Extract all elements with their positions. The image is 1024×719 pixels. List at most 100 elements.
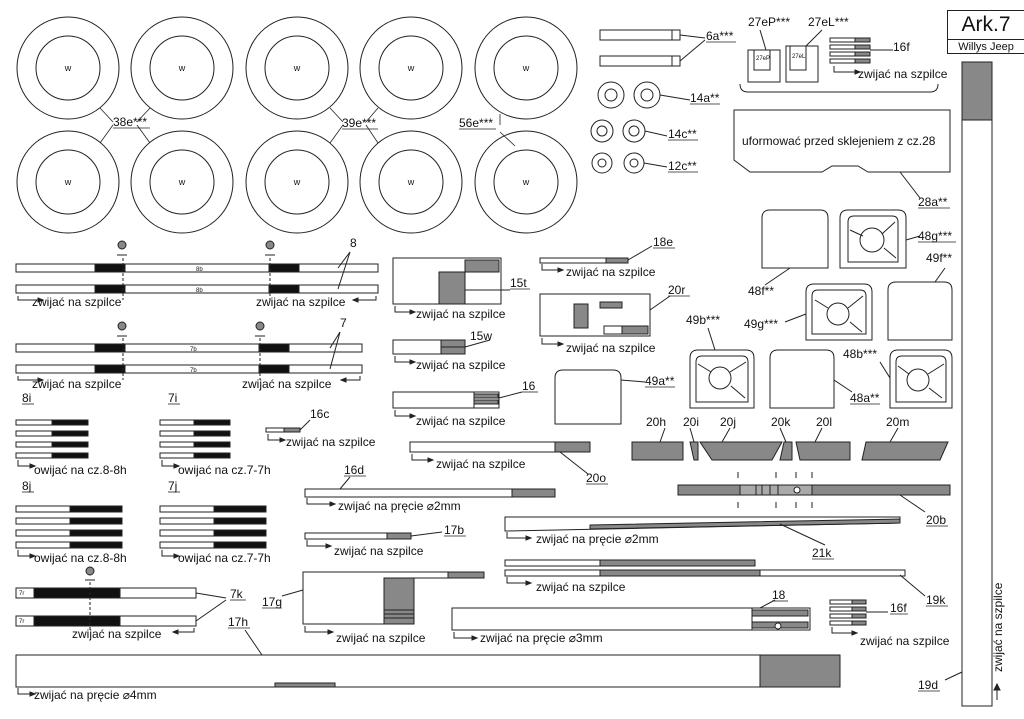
part-label-48g: 48g*** [918, 229, 952, 243]
note-pin-17g: zwijać na szpilce [336, 631, 426, 645]
note-pin-16f-bottom: zwijać na szpilce [860, 634, 950, 648]
note-wrap-7j: owijać na cz.7-7h [178, 551, 271, 565]
part-label-16d: 16d [344, 463, 364, 477]
part-label-49g: 49g*** [744, 317, 778, 331]
note-rod4-17h: zwijać na pręcie ⌀4mm [34, 688, 157, 702]
part-label-20r: 20r [668, 283, 685, 297]
part-6a [599, 29, 706, 67]
note-wrap-7i: owijać na cz.7-7h [178, 463, 271, 477]
note-pin-8-left: zwijać na szpilce [32, 295, 122, 309]
wheel-letter: w [178, 177, 186, 187]
part-16 [392, 391, 523, 419]
part-48a [769, 349, 853, 409]
wheel-letter: w [293, 63, 301, 73]
part-label-27eL: 27eL*** [808, 15, 849, 29]
inner-label-8b: 8b [196, 267, 203, 273]
inner-label-7r: 7r [19, 591, 24, 597]
part-14c [590, 119, 668, 143]
part-49f [887, 267, 953, 341]
wheel-letters: w w w w w w w w w w [64, 63, 530, 187]
inner-label-7b: 7b [190, 347, 197, 353]
part-8j [15, 505, 123, 559]
part-label-16f-top: 16f [893, 40, 910, 54]
part-7k [15, 566, 227, 635]
part-label-20i: 20i [683, 415, 699, 429]
part-20o [409, 441, 591, 475]
part-label-27eP: 27eP*** [748, 15, 790, 29]
wheel-38e-4 [130, 130, 234, 234]
wheel-56e-1 [474, 16, 578, 120]
part-28a [733, 109, 951, 199]
note-pin-19k: zwijać na szpilce [536, 580, 626, 594]
part-label-20b: 20b [926, 513, 946, 527]
inner-label-7b: 7b [190, 368, 197, 374]
part-20-set [631, 427, 949, 461]
wheel-56e-2 [474, 130, 578, 234]
note-pin-15w: zwijać na szpilce [416, 358, 506, 372]
part-label-19k: 19k [926, 593, 946, 607]
part-label-28a: 28a** [918, 195, 948, 209]
part-label-48b: 48b*** [843, 347, 877, 361]
note-rod2-21k: zwijać na pręcie ⌀2mm [536, 532, 659, 546]
part-8i [15, 419, 89, 469]
part-16f-top [829, 37, 893, 75]
part-16c [265, 419, 311, 443]
part-label-7: 7 [340, 316, 347, 330]
part-label-15t: 15t [510, 276, 527, 290]
part-label-49b: 49b*** [686, 313, 720, 327]
part-label-39e: 39e*** [342, 116, 376, 130]
part-21k [504, 516, 901, 546]
brace-27e [739, 83, 939, 93]
note-pin-8-right: zwijać na szpilce [256, 295, 346, 309]
part-label-6a: 6a*** [706, 29, 734, 43]
part-20b [677, 472, 951, 513]
note-pin-18e: zwijać na szpilce [566, 265, 656, 279]
note-pin-20o: zwijać na szpilce [436, 457, 526, 471]
part-27e [747, 29, 823, 83]
part-label-49a: 49a** [645, 374, 675, 388]
wheel-38e-1 [16, 16, 120, 120]
part-17b [304, 531, 443, 549]
part-label-7i: 7i [168, 391, 177, 405]
part-label-17g: 17g [262, 595, 282, 609]
part-49a [554, 369, 646, 425]
part-label-14a: 14a** [690, 91, 720, 105]
note-pin-20r: zwijać na szpilce [566, 341, 656, 355]
part-17g [281, 571, 485, 635]
note-pin-16: zwijać na szpilce [416, 414, 506, 428]
part-7i [159, 419, 231, 469]
wheel-letter: w [293, 177, 301, 187]
part-label-20m: 20m [886, 415, 909, 429]
part-label-49f: 49f** [926, 251, 952, 265]
sheet-number: Ark.7 [961, 13, 1011, 36]
wheel-letter: w [407, 63, 415, 73]
inner-label-8b: 8b [196, 288, 203, 294]
part-label-48a: 48a** [850, 391, 880, 405]
wheels [16, 16, 578, 234]
part-label-38e: 38e*** [113, 115, 147, 129]
part-15t [392, 257, 510, 315]
wheel-38e-2 [130, 16, 234, 120]
inner-label-27eP: 27eP [756, 56, 770, 62]
wheel-39e-4 [359, 130, 463, 234]
note-pin-7k: zwijać na szpilce [72, 627, 162, 641]
part-label-19d: 19d [918, 678, 938, 692]
wheel-leaders [99, 107, 516, 147]
note-pin-16c: zwijać na szpilce [286, 435, 376, 449]
part-49b [689, 327, 755, 409]
note-pin-17b: zwijać na szpilce [334, 544, 424, 558]
note-wrap-8j: owijać na cz.8-8h [34, 551, 127, 565]
note-pin-7-right: zwijać na szpilce [242, 377, 332, 391]
wheel-letter: w [522, 63, 530, 73]
note-form-28: uformować przed sklejeniem z cz.28 [742, 134, 936, 148]
part-15w [392, 339, 491, 365]
wheel-letter: w [522, 177, 530, 187]
wheel-38e-3 [16, 130, 120, 234]
wheel-letter: w [178, 63, 186, 73]
part-7 [15, 321, 363, 383]
inner-label-27eL: 27eL [792, 54, 806, 60]
wheel-39e-3 [245, 130, 349, 234]
part-7j [159, 505, 267, 559]
note-wrap-8i: owijać na cz.8-8h [34, 463, 127, 477]
